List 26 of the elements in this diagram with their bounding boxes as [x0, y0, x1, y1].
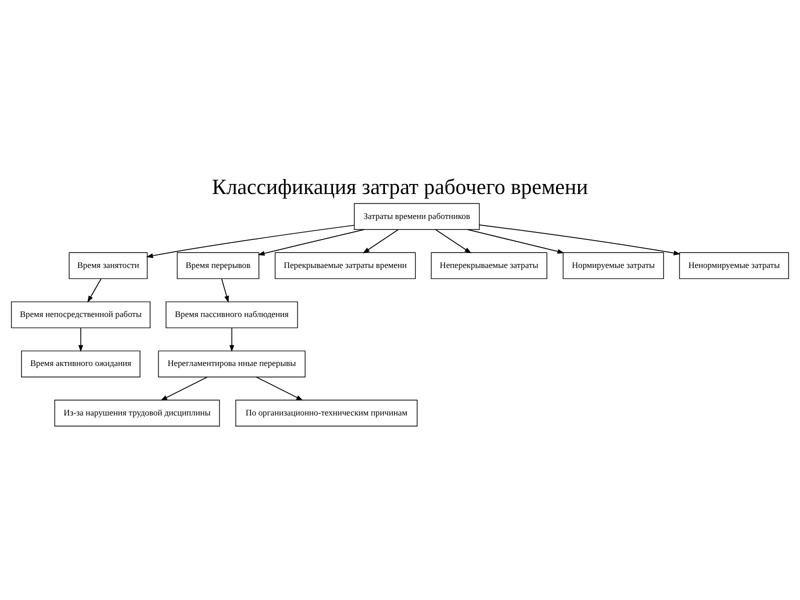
node-box: Нерегламентирова нные перерывы — [158, 350, 306, 378]
arrow — [258, 229, 365, 256]
arrow — [362, 229, 399, 254]
arrow — [146, 224, 355, 258]
arrow — [478, 224, 680, 256]
node-box: Время перерывов — [176, 252, 260, 280]
node-box: Неперекрываемые затраты — [430, 252, 548, 280]
node-box: Затраты времени работников — [354, 203, 480, 230]
arrow — [435, 229, 472, 254]
node-box: Время пассивного наблюдения — [166, 301, 298, 328]
arrow — [78, 328, 84, 352]
node-box: Время непосредственной работы — [11, 301, 150, 328]
node-box: Ненормируемые затраты — [679, 252, 789, 280]
node-box: Нормируемые затраты — [562, 252, 664, 280]
node-box: Время активного ожидания — [21, 350, 140, 378]
node-box: Время занятости — [68, 252, 148, 280]
arrow — [221, 278, 229, 303]
arrow — [229, 328, 234, 352]
arrow — [87, 278, 102, 303]
diagram-title: Классификация затрат рабочего времени — [212, 175, 588, 200]
node-box: Перекрываемые затраты времени — [274, 252, 416, 280]
node-box: Из-за нарушения трудовой дисциплины — [54, 400, 220, 426]
node-box: По организационно-техническим причинам — [235, 400, 418, 426]
arrow — [256, 376, 304, 401]
arrow — [160, 376, 208, 401]
arrow — [467, 229, 564, 254]
